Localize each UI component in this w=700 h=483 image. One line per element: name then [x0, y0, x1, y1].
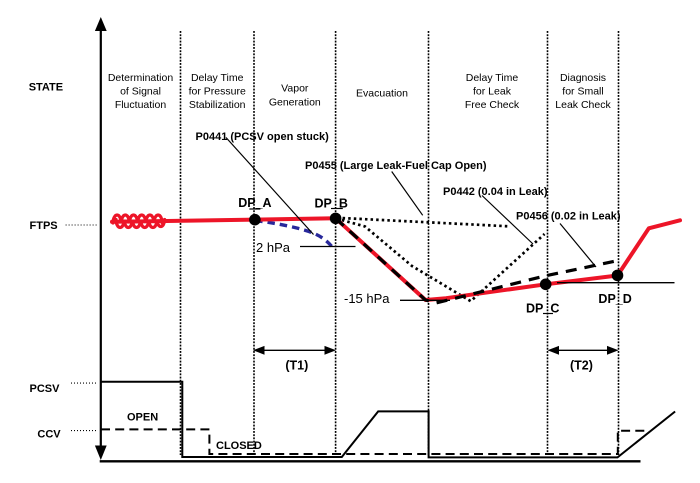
- svg-text:CLOSED: CLOSED: [216, 440, 262, 452]
- svg-text:Free Check: Free Check: [465, 99, 520, 111]
- svg-text:Stabilization: Stabilization: [189, 99, 246, 111]
- svg-text:Delay Time: Delay Time: [466, 72, 519, 84]
- svg-text:(T1): (T1): [285, 358, 308, 372]
- svg-text:2 hPa: 2 hPa: [256, 240, 291, 255]
- svg-text:DP_D: DP_D: [598, 292, 631, 306]
- svg-text:P0456 (0.02 in Leak): P0456 (0.02 in Leak): [516, 211, 621, 223]
- svg-text:DP_C: DP_C: [526, 302, 559, 316]
- svg-text:Evacuation: Evacuation: [356, 87, 408, 99]
- svg-text:(T2): (T2): [570, 358, 593, 372]
- svg-text:Delay Time: Delay Time: [191, 72, 244, 84]
- svg-text:for Small: for Small: [562, 86, 603, 98]
- svg-text:P0441 (PCSV open stuck): P0441 (PCSV open stuck): [196, 131, 330, 143]
- svg-text:STATE: STATE: [29, 82, 63, 94]
- svg-text:FTPS: FTPS: [30, 220, 58, 232]
- svg-text:-15 hPa: -15 hPa: [344, 291, 390, 306]
- svg-text:CCV: CCV: [37, 429, 61, 441]
- svg-text:Fluctuation: Fluctuation: [115, 99, 167, 111]
- svg-text:DP_B: DP_B: [315, 197, 348, 211]
- svg-text:OPEN: OPEN: [127, 412, 158, 424]
- svg-text:DP_A: DP_A: [238, 196, 271, 210]
- svg-text:Vapor: Vapor: [281, 83, 309, 95]
- svg-text:P0442 (0.04 in Leak): P0442 (0.04 in Leak): [443, 186, 548, 198]
- svg-text:PCSV: PCSV: [30, 383, 61, 395]
- svg-text:Determination: Determination: [108, 72, 174, 84]
- svg-text:Generation: Generation: [269, 97, 321, 109]
- svg-text:for Pressure: for Pressure: [189, 86, 246, 98]
- svg-text:Leak Check: Leak Check: [555, 99, 611, 111]
- svg-text:for Leak: for Leak: [473, 86, 512, 98]
- svg-text:P0455 (Large Leak-Fuel Cap Ope: P0455 (Large Leak-Fuel Cap Open): [305, 160, 487, 172]
- svg-text:Diagnosis: Diagnosis: [560, 72, 606, 84]
- svg-text:of Signal: of Signal: [120, 86, 161, 98]
